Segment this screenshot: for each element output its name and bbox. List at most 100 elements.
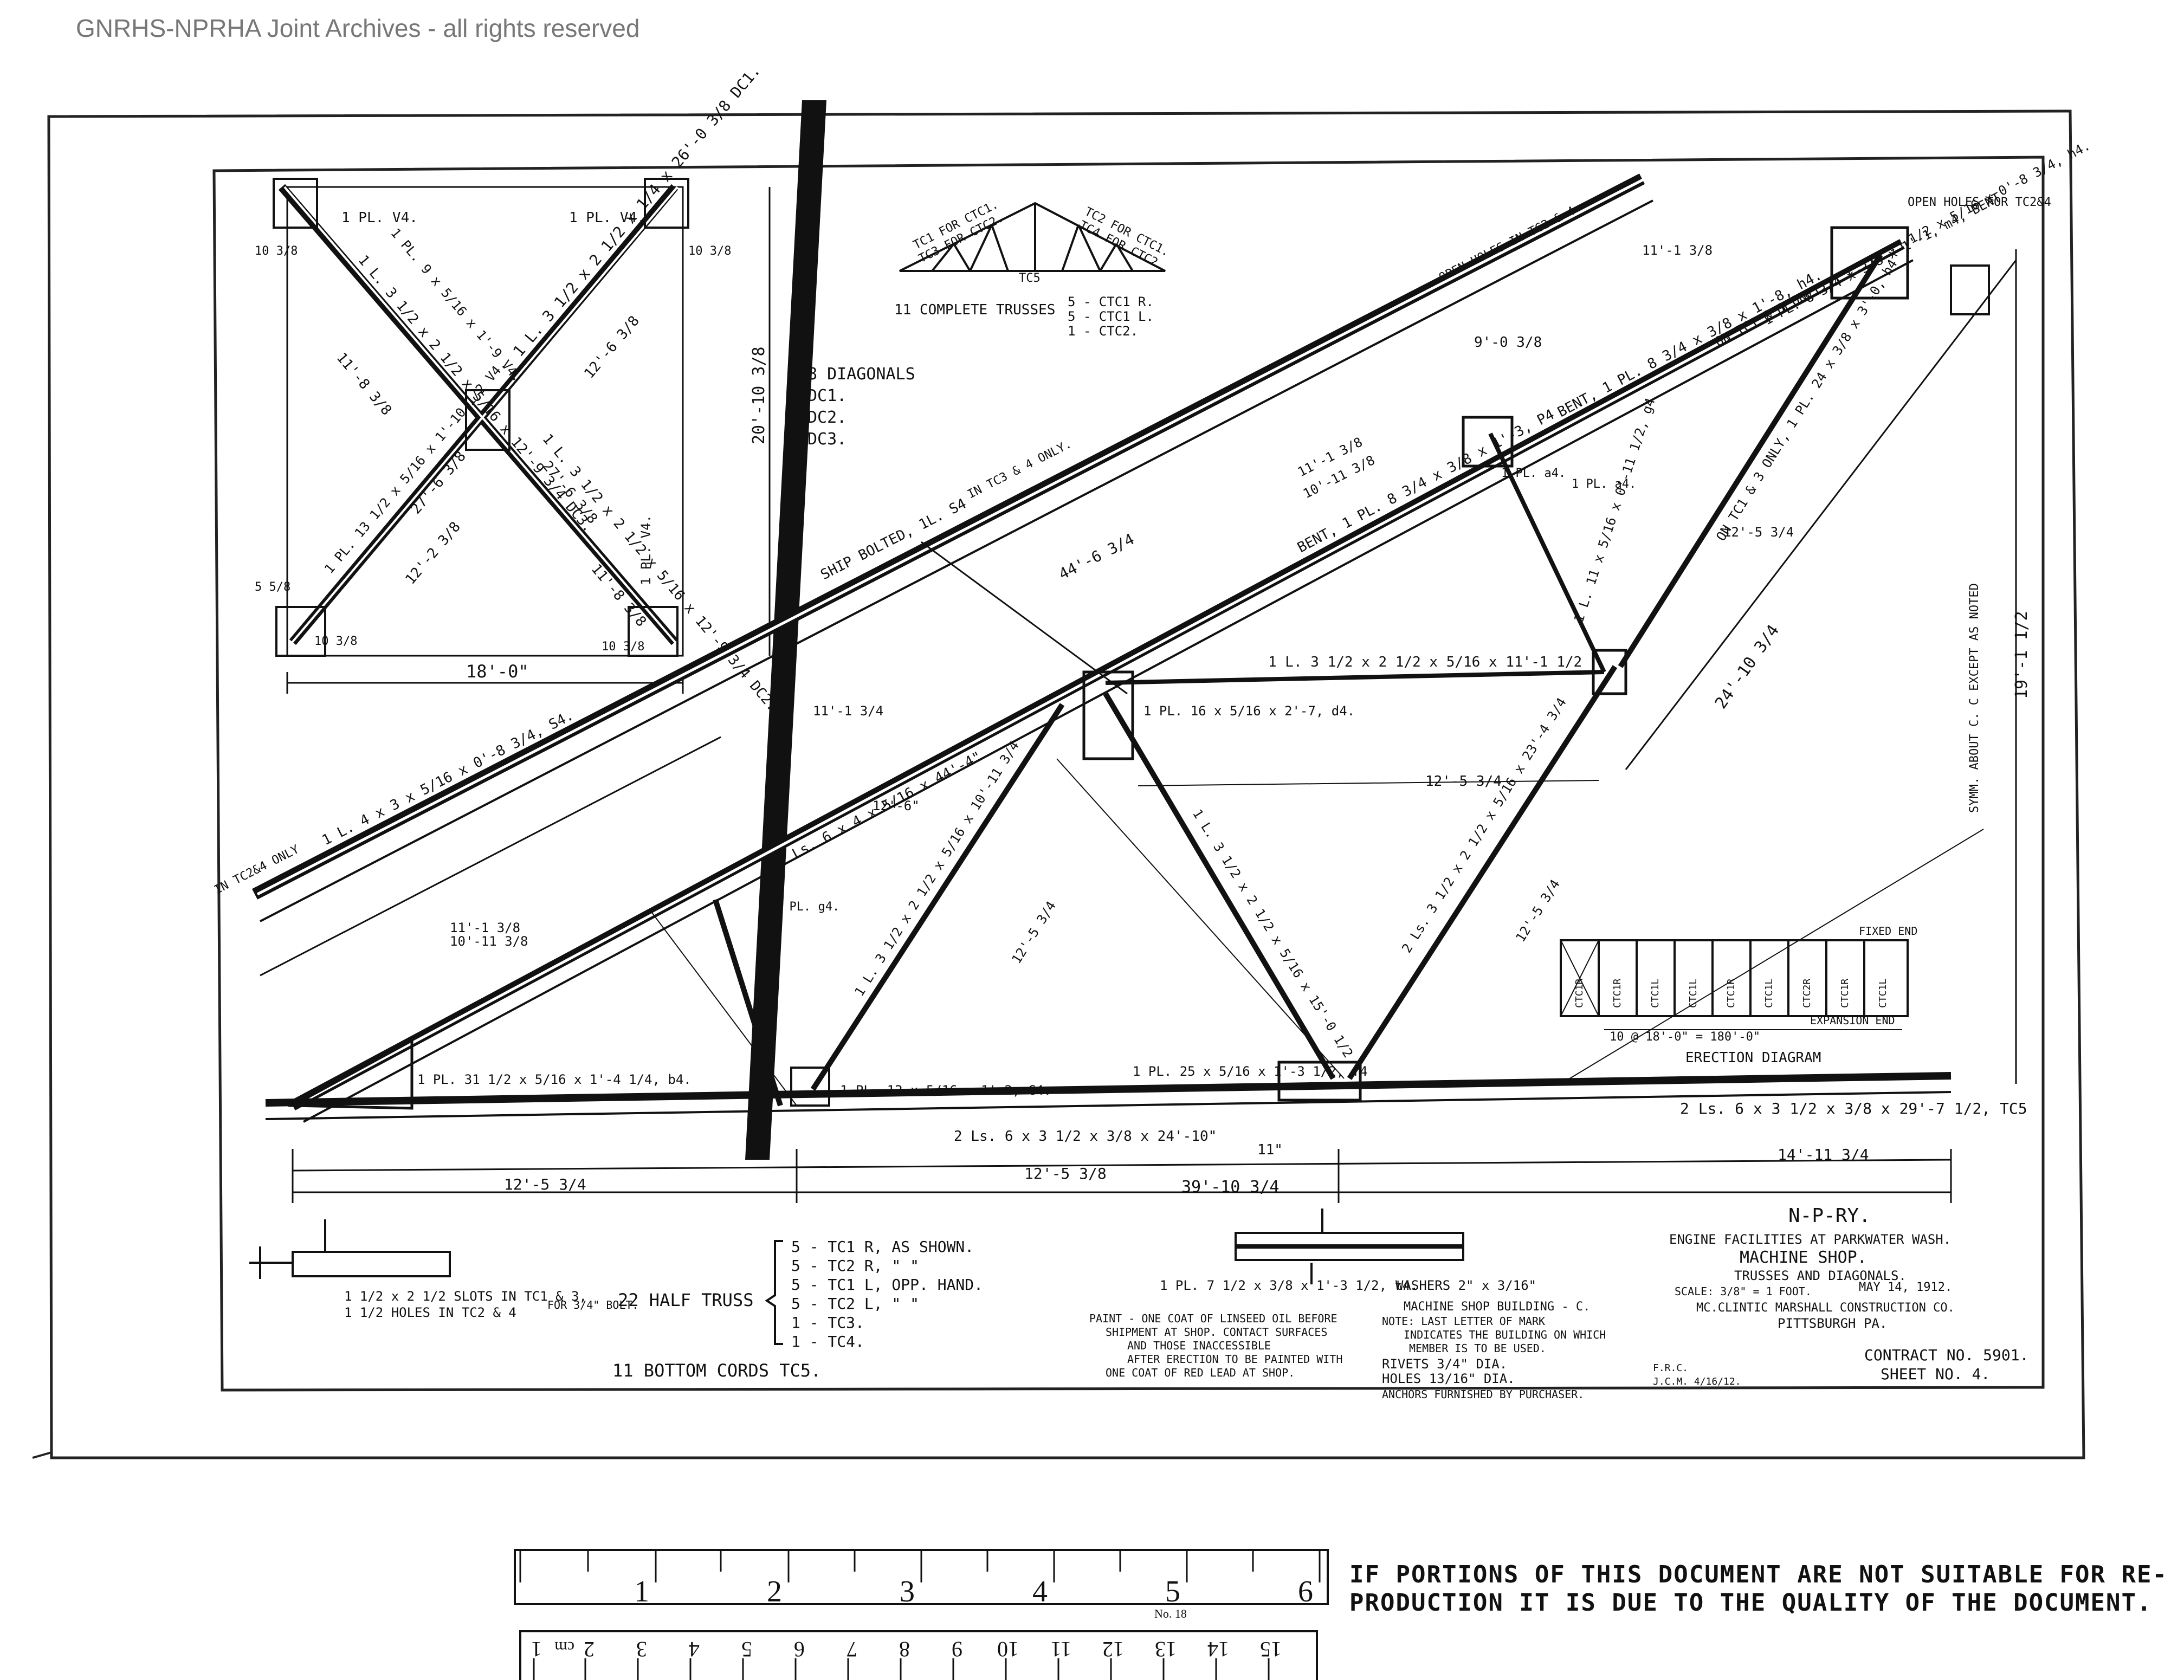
svg-text:4: 4 [1032,1575,1048,1608]
svg-text:10 3/8: 10 3/8 [602,640,644,654]
svg-text:4: 4 [689,1637,700,1662]
svg-text:SHEET NO. 4.: SHEET NO. 4. [1881,1365,1990,1383]
scale-ruler: 1 2 3 4 5 6 No. 18 1 2 3 4 5 6 7 8 9 10 … [514,1549,1329,1680]
svg-text:1 PL. V4.: 1 PL. V4. [569,210,645,226]
svg-text:1 PL. 12 x 5/16 x 1'-2, C4.: 1 PL. 12 x 5/16 x 1'-2, C4. [840,1083,1051,1098]
svg-text:1 L. 3 1/2 x 2 1/2 x 1/4 x 26': 1 L. 3 1/2 x 2 1/2 x 1/4 x 26'-0 3/8 DC1… [509,62,764,360]
title-block: N-P-RY. ENGINE FACILITIES AT PARKWATER W… [1653,1205,2028,1387]
svg-text:7: 7 [847,1637,857,1662]
svg-text:1 PL. 8 3/4 x 3/8 x 1'-1, m4,: 1 PL. 8 3/4 x 3/8 x 1'-1, m4, BENT [1761,190,2004,328]
reproduction-notice: IF PORTIONS OF THIS DOCUMENT ARE NOT SUI… [1349,1561,2168,1617]
svg-text:3: 3 [900,1575,915,1608]
sheet-border [32,109,2085,1459]
svg-text:6: 6 [794,1637,805,1662]
svg-text:1 L. 3 1/2 x 2 1/2 x 5/16 x 11: 1 L. 3 1/2 x 2 1/2 x 5/16 x 11'-1 1/2 [1268,654,1582,670]
svg-text:1 PL. 31 1/2 x 5/16 x 1'-4 1/4: 1 PL. 31 1/2 x 5/16 x 1'-4 1/4, b4. [417,1072,692,1087]
svg-text:18'-0": 18'-0" [466,661,529,682]
svg-text:CONTRACT NO. 5901.: CONTRACT NO. 5901. [1864,1346,2028,1364]
svg-text:AFTER ERECTION TO BE PAINTED W: AFTER ERECTION TO BE PAINTED WITH [1127,1353,1342,1366]
svg-text:CTC1L: CTC1L [1650,979,1661,1008]
svg-text:12'-2 3/8: 12'-2 3/8 [402,519,464,587]
svg-text:1 PL. a4.: 1 PL. a4. [1501,467,1566,480]
svg-text:AND THOSE INACCESSIBLE: AND THOSE INACCESSIBLE [1127,1339,1271,1352]
svg-text:1: 1 [634,1575,649,1608]
svg-text:15: 15 [1260,1637,1282,1662]
svg-text:CTC1R: CTC1R [1612,979,1623,1008]
svg-text:12'-6 3/8: 12'-6 3/8 [581,313,643,382]
svg-text:SCALE: 3/8" = 1 FOOT.: SCALE: 3/8" = 1 FOOT. [1675,1285,1812,1298]
svg-text:24'-10 3/4: 24'-10 3/4 [1711,622,1783,713]
svg-text:DC1.: DC1. [807,386,847,405]
erection-diagram [1560,939,1909,1030]
svg-text:11'-1 3/4: 11'-1 3/4 [813,703,883,719]
svg-text:IN TC3 & 4 ONLY.: IN TC3 & 4 ONLY. [965,437,1074,501]
diagonal-frame-labels: 1 PL. V4. 1 PL. V4. 1 L. 3 1/2 x 2 1/2 x… [255,62,780,714]
svg-text:12: 12 [1102,1637,1124,1662]
svg-text:2: 2 [584,1637,595,1662]
svg-text:11 COMPLETE TRUSSES: 11 COMPLETE TRUSSES [894,302,1055,318]
svg-text:3: 3 [636,1637,647,1662]
svg-text:BENT, 1 PL. 8 3/4 x 3/8 x 1'-8: BENT, 1 PL. 8 3/4 x 3/8 x 1'-8, h4. [1555,267,1825,421]
svg-text:5 - TC1 L, OPP. HAND.: 5 - TC1 L, OPP. HAND. [791,1276,983,1294]
svg-text:1 1/2 x 2 1/2 SLOTS IN TC1 & 3: 1 1/2 x 2 1/2 SLOTS IN TC1 & 3, [344,1289,587,1304]
svg-text:5 - CTC1 R.: 5 - CTC1 R. [1068,294,1154,309]
svg-text:5 - TC2 R, " ": 5 - TC2 R, " " [791,1257,919,1275]
svg-text:2: 2 [767,1575,782,1608]
svg-text:1 PL. 25 x 5/16 x 1'-3 1/2, f4: 1 PL. 25 x 5/16 x 1'-3 1/2, f4 [1133,1064,1367,1079]
svg-text:1 PL. g4.: 1 PL. g4. [775,900,839,914]
svg-text:10'-11 3/8: 10'-11 3/8 [450,934,528,949]
svg-text:10 3/8: 10 3/8 [255,244,298,258]
svg-text:22 HALF TRUSS: 22 HALF TRUSS [618,1290,753,1310]
diagonals-list: 8 DIAGONALS DC1. DC2. DC3. [807,365,915,449]
svg-text:DC2.: DC2. [807,408,847,427]
svg-text:11'-1 3/8: 11'-1 3/8 [1642,243,1713,258]
notice-line-1: IF PORTIONS OF THIS DOCUMENT ARE NOT SUI… [1349,1561,2168,1588]
svg-text:ANCHORS FURNISHED BY PURCHASER: ANCHORS FURNISHED BY PURCHASER. [1382,1388,1584,1401]
svg-text:1 PL. V4.: 1 PL. V4. [341,210,418,226]
half-truss-list: 22 HALF TRUSS 5 - TC1 R, AS SHOWN. 5 - T… [612,1238,983,1381]
svg-text:RIVETS 3/4" DIA.: RIVETS 3/4" DIA. [1382,1356,1507,1372]
archive-watermark: GNRHS-NPRHA Joint Archives - all rights … [76,14,640,42]
svg-text:10: 10 [997,1637,1019,1662]
svg-text:NOTE: LAST LETTER OF MARK: NOTE: LAST LETTER OF MARK [1382,1315,1545,1328]
svg-text:MACHINE SHOP BUILDING - C.: MACHINE SHOP BUILDING - C. [1404,1300,1590,1314]
svg-text:SHIPMENT AT SHOP. CONTACT SURF: SHIPMENT AT SHOP. CONTACT SURFACES [1106,1326,1327,1339]
svg-text:1 L. 11 x 5/16 x 0'-11 1/2, g4: 1 L. 11 x 5/16 x 0'-11 1/2, g4 [1571,396,1658,624]
notice-line-2: PRODUCTION IT IS DUE TO THE QUALITY OF T… [1349,1589,2153,1617]
svg-text:No. 18: No. 18 [1154,1607,1187,1620]
svg-text:F.R.C.: F.R.C. [1653,1362,1688,1374]
svg-text:14: 14 [1207,1637,1229,1662]
svg-text:1 - TC4.: 1 - TC4. [791,1333,864,1351]
svg-text:1 - CTC2.: 1 - CTC2. [1068,324,1138,339]
svg-text:8 DIAGONALS: 8 DIAGONALS [807,365,915,384]
svg-text:cm: cm [554,1638,574,1656]
svg-text:1 - TC3.: 1 - TC3. [791,1314,864,1332]
svg-text:PAINT - ONE COAT OF LINSEED OI: PAINT - ONE COAT OF LINSEED OIL BEFORE [1089,1312,1337,1325]
svg-text:ONE COAT OF RED LEAD AT SHOP.: ONE COAT OF RED LEAD AT SHOP. [1106,1366,1295,1379]
key-truss-diagram [899,202,1166,272]
svg-text:DC3.: DC3. [807,430,847,449]
svg-text:PITTSBURGH PA.: PITTSBURGH PA. [1778,1316,1887,1331]
svg-text:EXPANSION END: EXPANSION END [1810,1014,1895,1027]
fold-shadow [745,100,826,1160]
paint-notes: PAINT - ONE COAT OF LINSEED OIL BEFORE S… [1089,1312,1342,1379]
svg-text:2 Ls. 3 1/2 x 2 1/2 x 5/16 x 2: 2 Ls. 3 1/2 x 2 1/2 x 5/16 x 23'-4 3/4 [1399,695,1569,955]
svg-text:44'-6 3/4: 44'-6 3/4 [1056,530,1137,583]
svg-text:5 5/8: 5 5/8 [255,580,290,594]
main-truss-drawing [251,173,2017,1203]
svg-text:WASHERS 2" x 3/16": WASHERS 2" x 3/16" [1395,1278,1536,1293]
svg-text:5 - TC1 R, AS SHOWN.: 5 - TC1 R, AS SHOWN. [791,1238,974,1256]
svg-text:1 PL. 16 x 5/16 x 2'-7, d4.: 1 PL. 16 x 5/16 x 2'-7, d4. [1143,703,1355,719]
svg-text:1 PL. 13 1/2 x 5/16 x 1'-10 1/: 1 PL. 13 1/2 x 5/16 x 1'-10 1/2 V4. [321,357,509,576]
svg-text:12'-5 3/8: 12'-5 3/8 [1024,1165,1107,1183]
svg-text:2 Ls. 6 x 3 1/2 x 3/8 x 29'-7: 2 Ls. 6 x 3 1/2 x 3/8 x 29'-7 1/2, TC5 [1680,1100,2027,1117]
svg-text:9'-0 3/8: 9'-0 3/8 [1474,334,1542,351]
svg-text:5 - TC2 L, " ": 5 - TC2 L, " " [791,1295,919,1313]
svg-text:CTC1L: CTC1L [1688,979,1699,1008]
svg-text:CTC1R: CTC1R [1726,979,1737,1008]
svg-text:39'-10 3/4: 39'-10 3/4 [1181,1178,1280,1197]
svg-text:12'-5 3/4: 12'-5 3/4 [1723,525,1794,540]
svg-text:CTC2R: CTC2R [1801,979,1813,1008]
svg-text:20'-10 3/8: 20'-10 3/8 [749,346,768,444]
svg-text:9: 9 [952,1637,962,1662]
